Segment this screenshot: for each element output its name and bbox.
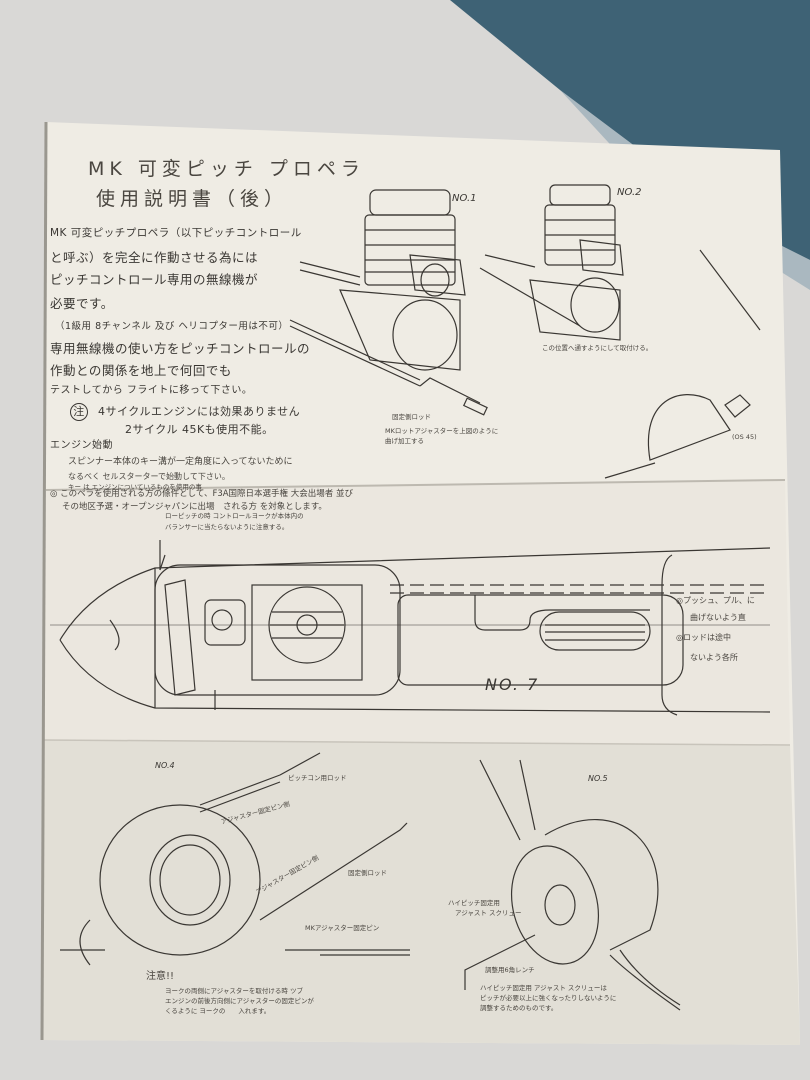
no7-side-note: ないよう各所 (690, 653, 738, 662)
engine-no1-drawing (289, 189, 488, 416)
no7-caution: バランサーに当たらないように注意する。 (165, 523, 289, 531)
no4-pitch-rod: ピッチコン用ロッド (288, 774, 347, 782)
engine-start-heading: エンジン始動 (50, 440, 113, 451)
intro-line: 必要です。 (50, 296, 114, 311)
intro-line: ピッチコントロール専用の無線機が (50, 272, 259, 287)
engine-start-line: キー は エンジンについているものを使用の事 (68, 483, 202, 491)
no7-side-note: ◎ロッドは途中 (676, 633, 731, 642)
no1-caption: MKロットアジャスターを上図のように (385, 427, 499, 435)
no5-note: 調整するためのものです。 (480, 1004, 558, 1012)
no5-note: ピッチが必要以上に強くなったりしないように (480, 994, 617, 1002)
no1-caption: 曲げ加工する (385, 437, 424, 445)
note-line: 2サイクル 45Kも使用不能。 (125, 423, 274, 436)
intro-line: と呼ぶ）を完全に作動させる為には (50, 250, 259, 265)
condition-line: その地区予選・オープンジャパンに出場 される方 を対象とします。 (62, 502, 327, 512)
intro-line: テストしてから フライトに移って下さい。 (50, 385, 253, 396)
no5-note: ハイピッチ固定用 アジャスト スクリューは (480, 984, 607, 992)
no7-caution: ローピッチの時 コントロールヨークが本体内の (165, 512, 304, 520)
no4-warning-line: ヨークの両側にアジャスターを取付ける時 ツブ (165, 987, 303, 995)
fuselage-no7-drawing (50, 540, 771, 716)
no4-fixed-rod: 固定側ロッド (348, 869, 387, 877)
title-line-2: 使用説明書（後） (96, 188, 289, 210)
no5-wrench-label: 調整用6角レンチ (485, 966, 535, 974)
yoke-no4-drawing (60, 752, 410, 966)
no2-caption: この位置へ通すようにして取付ける。 (542, 344, 653, 352)
no4-warning-line: エンジンの前後方向側にアジャスターの固定ピンが (165, 997, 314, 1005)
figure-label-no5: NO.5 (588, 774, 608, 783)
note-mark: 注 (70, 403, 88, 421)
intro-line: （1級用 8チャンネル 及び ヘリコプター用は不可） (55, 321, 289, 332)
engine-no2-drawing (479, 184, 624, 341)
title-line-1: MK 可変ピッチ プロペラ (88, 158, 365, 180)
intro-line: MK 可変ピッチプロペラ（以下ピッチコントロール (50, 227, 302, 239)
no4-warning-title: 注意!! (146, 971, 175, 982)
prop-blade-line (699, 249, 761, 331)
engine-tag: (OS 45) (732, 433, 757, 441)
no4-warning-line: くるように ヨークの 入れます。 (165, 1007, 271, 1015)
figure-label-no2: NO.2 (617, 187, 642, 198)
spinner-drawing (647, 394, 731, 461)
spinner-no5-drawing (464, 759, 681, 1011)
intro-line: 作動との関係を地上で何回でも (50, 363, 232, 378)
condition-line: ◎ このペラを使用される方の條件として、F3A国際日本選手権 大会出場者 並び (50, 489, 353, 499)
no4-mk-pin: MKアジャスター固定ピン (305, 924, 380, 932)
engine-start-line: なるべく セルスターターで始動して下さい。 (68, 472, 230, 481)
no5-screw-label: アジャスト スクリュー (455, 909, 522, 917)
no1-rod-label: 固定側ロッド (392, 413, 431, 421)
no7-side-note: ◎プッシュ、プル、に (676, 596, 755, 605)
no5-screw-label: ハイピッチ固定用 (448, 899, 500, 907)
no7-side-note: 曲げないよう直 (690, 613, 746, 622)
intro-line: 専用無線機の使い方をピッチコントロールの (50, 341, 311, 356)
engine-start-line: スピンナー本体のキー溝が一定角度に入ってないために (68, 457, 293, 467)
figure-label-no1: NO.1 (452, 193, 477, 204)
figure-label-no4: NO.4 (155, 761, 175, 770)
note-line: 4サイクルエンジンには効果ありません (98, 405, 301, 418)
figure-label-no7: NO. 7 (485, 675, 540, 694)
